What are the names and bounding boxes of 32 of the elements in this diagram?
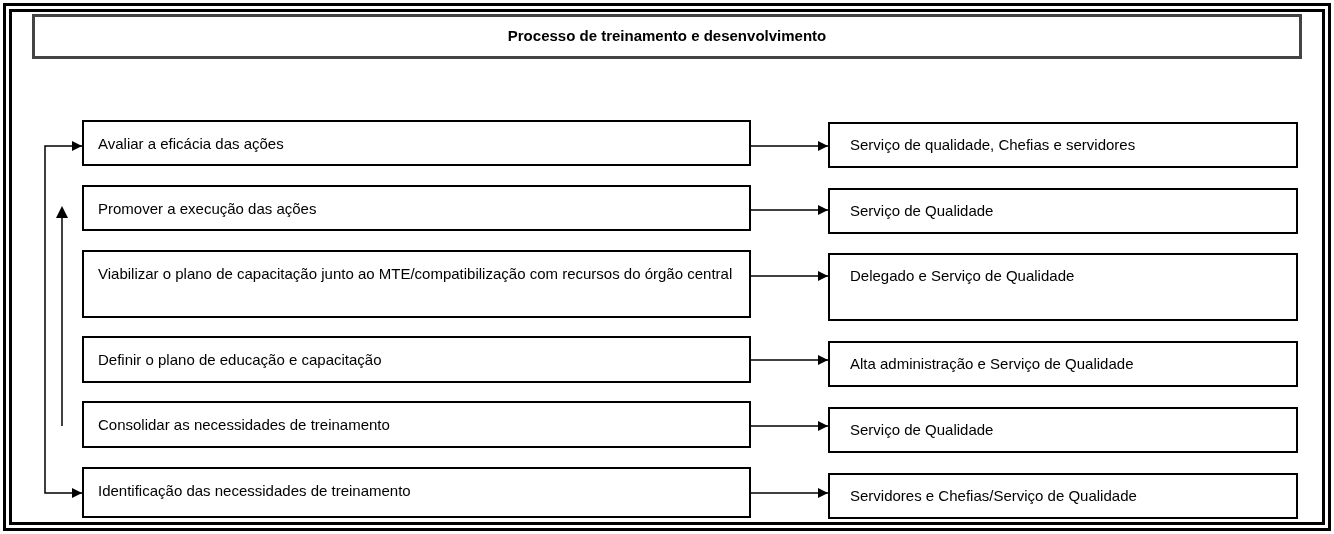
box-text: Viabilizar o plano de capacitação junto ao MTE/compatibilização com recursos do órgão central <box>98 264 734 284</box>
box-text: Serviço de Qualidade <box>850 201 995 221</box>
arrow <box>750 421 829 431</box>
responsible-box <box>828 407 1298 453</box>
box-text: Serviço de qualidade, Chefias e servidores <box>850 135 1137 155</box>
arrow <box>750 355 829 365</box>
box-text: Delegado e Serviço de Qualidade <box>850 266 1076 286</box>
box-text: Serviço de Qualidade <box>850 420 995 440</box>
box-text: Alta administração e Serviço de Qualidade <box>850 354 1135 374</box>
box-text: Promover a execução das ações <box>98 199 318 219</box>
arrow <box>750 271 829 281</box>
arrow <box>750 488 829 498</box>
box-text: Identificação das necessidades de treinamento <box>98 481 412 501</box>
activity-box <box>82 120 751 166</box>
activity-box <box>82 336 751 383</box>
box-text: Avaliar a eficácia das ações <box>98 134 285 154</box>
responsible-box <box>828 188 1298 234</box>
activity-box <box>82 467 751 518</box>
box-text: Definir o plano de educação e capacitação <box>98 350 383 370</box>
arrow <box>750 141 829 151</box>
responsible-box <box>828 341 1298 387</box>
responsible-box <box>828 253 1298 321</box>
box-text: Consolidar as necessidades de treinamento <box>98 415 391 435</box>
box-text: Servidores e Chefias/Serviço de Qualidade <box>850 486 1138 506</box>
activity-box <box>82 401 751 448</box>
responsible-box <box>828 122 1298 168</box>
arrow <box>44 141 83 498</box>
diagram-title: Processo de treinamento e desenvolvimento <box>507 26 827 47</box>
arrow <box>750 205 829 215</box>
activity-box <box>82 185 751 231</box>
activity-box <box>82 250 751 318</box>
responsible-box <box>828 473 1298 519</box>
